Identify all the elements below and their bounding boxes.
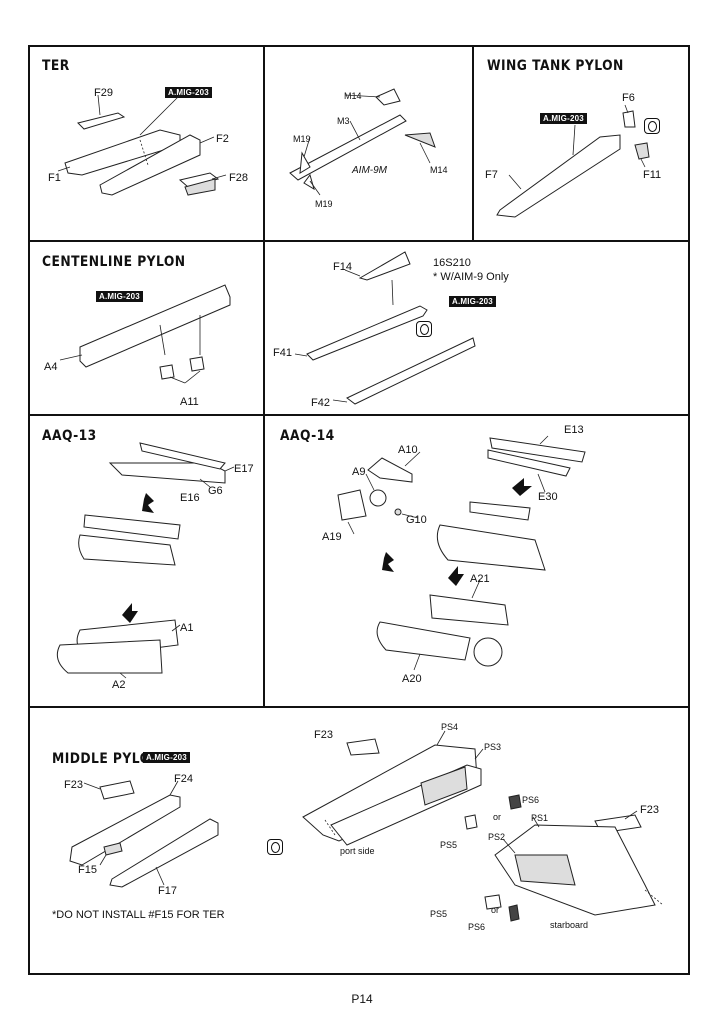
wing-tank-label-f6: F6	[622, 92, 635, 104]
wing-tank-label-f11: F11	[643, 169, 662, 181]
aim9-missile-name: AIM-9M	[352, 165, 387, 176]
detail-label-ps6-bottom: PS6	[468, 922, 486, 932]
detail-label-ps4: PS4	[441, 722, 459, 732]
col-divider-1	[263, 45, 265, 241]
wing-tank-drawing	[496, 104, 650, 218]
aaq13-title: AAQ-13	[42, 428, 97, 444]
ter-title: TER	[42, 58, 70, 74]
detail-label-or-bottom: or	[491, 905, 500, 915]
detail-label-ps1: PS1	[531, 813, 549, 823]
aaq14-label-a19: A19	[322, 531, 342, 543]
col-divider-3	[263, 240, 265, 415]
page-number: P14	[351, 992, 373, 1006]
aim9-label-m14-top: M14	[344, 91, 362, 101]
rails-note-code: 16S210	[433, 257, 471, 269]
rails-part-tag: A.MIG-203	[449, 296, 496, 307]
middle-warning-note: *DO NOT INSTALL #F15 FOR TER	[52, 909, 225, 921]
aim9-label-m14-bottom: M14	[430, 165, 448, 175]
wing-tank-label-f7: F7	[485, 169, 498, 181]
detail-label-ps6-top: PS6	[522, 795, 540, 805]
aim9-drawing	[289, 88, 436, 196]
rails-label-f41: F41	[273, 347, 292, 359]
col-divider-4	[263, 414, 265, 707]
aaq14-drawing	[337, 435, 586, 671]
middle-label-f17: F17	[158, 885, 177, 897]
aaq13-label-e16: E16	[180, 492, 200, 504]
ter-label-f1: F1	[48, 172, 61, 184]
instruction-sheet	[28, 45, 690, 975]
middle-label-f15: F15	[78, 864, 97, 876]
middle-label-f24: F24	[174, 773, 193, 785]
aaq14-label-e13: E13	[564, 424, 584, 436]
wing-tank-part-tag: A.MIG-203	[540, 113, 587, 124]
rotate-view-icon	[416, 321, 432, 337]
row-divider-1	[28, 240, 690, 242]
middle-label-f23: F23	[64, 779, 83, 791]
detail-label-starboard: starboard	[550, 920, 589, 930]
aaq13-label-e17: E17	[234, 463, 254, 475]
ter-label-f28: F28	[229, 172, 248, 184]
centerline-label-a11: A11	[180, 396, 199, 408]
ter-drawing	[57, 94, 227, 196]
rotate-view-icon	[644, 118, 660, 134]
aaq14-label-e30: E30	[538, 491, 558, 503]
aaq14-label-a9: A9	[352, 466, 366, 478]
aaq13-label-a2: A2	[112, 679, 126, 691]
aaq13-label-a1: A1	[180, 622, 194, 634]
rails-drawing	[294, 251, 476, 405]
aaq13-label-g6: G6	[208, 485, 223, 497]
middle-pylon-drawing	[69, 780, 219, 888]
aaq13-drawing	[56, 442, 235, 679]
centerline-pylon-title: CENTENLINE PYLON	[42, 254, 186, 270]
col-divider-2	[472, 45, 474, 241]
ter-label-f29: F29	[94, 87, 113, 99]
detail-label-ps5-bottom: PS5	[430, 909, 448, 919]
aaq14-label-g10: G10	[406, 514, 427, 526]
aaq14-title: AAQ-14	[280, 428, 335, 444]
middle-pylon-title: MIDDLE PYLON	[52, 751, 162, 767]
rotate-view-icon	[267, 839, 283, 855]
detail-label-port-side: port side	[340, 846, 375, 856]
row-divider-3	[28, 706, 690, 708]
detail-label-ps2: PS2	[488, 832, 506, 842]
aim9-label-m19-bottom: M19	[315, 199, 333, 209]
detail-label-f23-left: F23	[314, 729, 333, 741]
detail-label-ps3: PS3	[484, 742, 502, 752]
middle-pylon-part-tag: A.MIG-203	[143, 752, 190, 763]
ter-label-f2: F2	[216, 133, 229, 145]
ter-part-tag: A.MIG-203	[165, 87, 212, 98]
aim9-label-m19-top: M19	[293, 134, 311, 144]
wing-tank-pylon-title: WING TANK PYLON	[487, 58, 624, 74]
detail-label-f23-right: F23	[640, 804, 659, 816]
rails-label-f42: F42	[311, 397, 330, 409]
centerline-label-a4: A4	[44, 361, 58, 373]
aaq14-label-a20: A20	[402, 673, 422, 685]
detail-label-or-top: or	[493, 812, 502, 822]
rails-label-f14: F14	[333, 261, 352, 273]
aaq14-label-a21: A21	[470, 573, 490, 585]
rails-note-aim9: * W/AIM-9 Only	[433, 271, 509, 283]
aim9-label-m3: M3	[337, 116, 350, 126]
aaq14-label-a10: A10	[398, 444, 418, 456]
middle-pylon-detail-drawing	[302, 730, 664, 922]
detail-label-ps5-top: PS5	[440, 840, 458, 850]
centerline-drawing	[59, 284, 231, 384]
centerline-part-tag: A.MIG-203	[96, 291, 143, 302]
row-divider-2	[28, 414, 690, 416]
